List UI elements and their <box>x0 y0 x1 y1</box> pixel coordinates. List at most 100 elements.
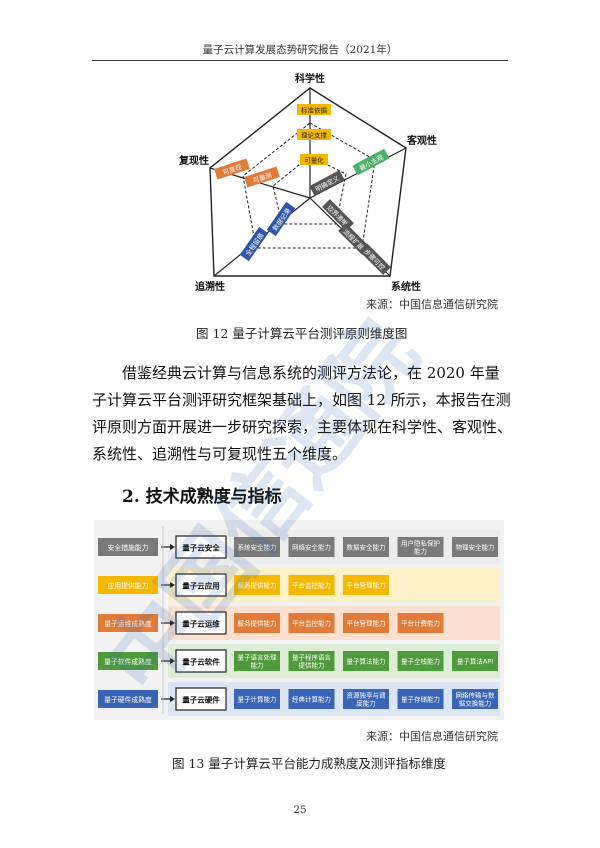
row-layer-box <box>175 573 227 597</box>
capability-cell <box>288 651 335 671</box>
capability-cell-text: 用户隐私保护 <box>401 539 440 548</box>
axis-label-objective: 客观性 <box>406 134 437 147</box>
capability-cell-text: 服务提供能力 <box>238 619 277 628</box>
table-row: 量子运维成熟度 量子云运维 服务提供能力 平台监控能力 平台管理能力 平台计费能力 <box>98 606 500 640</box>
capability-cell-text: 量子语言处理 <box>238 653 278 662</box>
row-layer-text: 量子云安全 <box>182 543 220 553</box>
capability-cell-text: 量子存储能力 <box>401 695 440 704</box>
capability-cell <box>343 689 389 709</box>
capability-cell-text: 系统安全能力 <box>238 543 277 552</box>
capability-cell <box>288 689 335 709</box>
capability-cell-text: 能力 <box>414 547 427 556</box>
capability-cell-text: 物理安全能力 <box>456 543 495 552</box>
capability-cell-text: 度能力 <box>356 699 376 708</box>
tag-standard-basis: 标准依据 <box>301 106 328 115</box>
row-maturity-text: 量子硬件成熟度 <box>104 695 152 704</box>
capability-cell-text: 平台管理能力 <box>347 581 386 590</box>
body-paragraph: 借鉴经典云计算与信息系统的测评方法论，在 2020 年量子计算云平台测评研究框架… <box>92 364 513 463</box>
capability-cell <box>288 537 335 557</box>
arrow-head <box>170 658 175 664</box>
capability-cell <box>452 537 498 557</box>
row-maturity-label <box>98 652 158 670</box>
capability-cell-text: 经典计算能力 <box>292 695 331 704</box>
axis-label-traceable: 追溯性 <box>195 280 225 293</box>
running-header: 量子云计算发展态势研究报告（2021年） <box>202 44 398 56</box>
arrow-head <box>170 582 175 588</box>
capability-cell <box>234 537 280 557</box>
capability-table: 安全措施能力量子云安全系统安全能力网络安全能力数据安全能力用户隐私保护能力物理安… <box>94 520 504 720</box>
row-layer-text: 量子云应用 <box>182 581 220 591</box>
row-layer-box <box>175 611 227 635</box>
row-maturity-label <box>98 538 158 556</box>
row-layer-text: 量子云硬件 <box>182 695 220 705</box>
capability-cell <box>397 689 444 709</box>
capability-cell-text: 量子程序语言 <box>292 653 332 662</box>
capability-cell-text: 量子算法能力 <box>347 657 386 666</box>
figure-caption: 图 12 量子计算云平台测评原则维度图 <box>196 326 408 341</box>
row-maturity-label <box>98 690 158 708</box>
capability-cell <box>397 651 444 671</box>
arrow-head <box>170 620 175 626</box>
capability-cell <box>452 689 498 709</box>
pentagon-mid <box>242 122 376 249</box>
row-maturity-label <box>98 576 158 594</box>
arrow-head <box>170 696 175 702</box>
capability-cell <box>343 575 389 595</box>
capability-cell <box>234 575 280 595</box>
capability-cell-text: 平台计费能力 <box>401 619 440 628</box>
figure-source: 来源：中国信息通信研究院 <box>366 730 498 743</box>
row-maturity-text: 量子软件成熟度 <box>104 657 152 666</box>
capability-cell-text: 数据安全能力 <box>347 543 386 552</box>
capability-cell-text: 资源独享与调 <box>347 691 386 700</box>
tag-quantifiable: 可量化 <box>304 156 324 165</box>
radar-diagram: 科学性 客观性 系统性 追溯性 复现性 标准依据 理论支撑 可量化 最小主观 明… <box>178 72 437 293</box>
tag-theory-support: 理论支撑 <box>301 131 328 140</box>
capability-cell <box>397 537 444 557</box>
capability-cell-text: 据交换能力 <box>459 699 492 708</box>
row-layer-text: 量子云软件 <box>182 657 220 667</box>
capability-cell-text: 网络安全能力 <box>292 543 331 552</box>
capability-cell-text: 量子算法API <box>457 657 493 666</box>
capability-cell-text: 提供能力 <box>299 661 325 670</box>
axis-label-systematic: 系统性 <box>391 280 421 293</box>
row-maturity-label <box>98 614 158 632</box>
figure-source: 来源：中国信息通信研究院 <box>366 298 498 311</box>
row-maturity-text: 安全措施能力 <box>108 543 149 552</box>
arrow-head <box>170 544 175 550</box>
row-layer-box <box>175 687 227 711</box>
tag-step-control: 步骤可控 <box>362 247 387 272</box>
capability-cell <box>288 575 335 595</box>
page-number: 25 <box>293 804 307 816</box>
capability-cell <box>397 613 444 633</box>
capability-cell-text: 服务提供能力 <box>238 581 277 590</box>
capability-cell <box>452 651 498 671</box>
capability-cell-text: 能力 <box>251 661 264 670</box>
pentagon-inner <box>272 155 347 225</box>
row-layer-text: 量子云运维 <box>182 619 220 629</box>
row-layer-box <box>175 535 227 559</box>
row-maturity-text: 量子运维成熟度 <box>104 619 152 628</box>
capability-cell-text: 平台监控能力 <box>292 619 331 628</box>
row-layer-box <box>175 649 227 673</box>
axis-label-reproducible: 复现性 <box>178 154 209 167</box>
section-title: 2. 技术成熟度与指标 <box>122 487 282 507</box>
pentagon-outer <box>209 87 407 277</box>
capability-cell-text: 网络传输与数 <box>456 691 496 700</box>
capability-cell-text: 平台管理能力 <box>347 619 386 628</box>
figure-caption: 图 13 量子计算云平台能力成熟度及测评指标维度 <box>172 756 446 771</box>
capability-cell <box>234 613 280 633</box>
capability-cell-text: 量子全栈能力 <box>401 657 440 666</box>
capability-cell-text: 平台监控能力 <box>292 581 331 590</box>
capability-cell-text: 量子计算能力 <box>238 695 277 704</box>
table-row: 应用提供能力 量子云应用 服务提供能力 平台监控能力 平台管理能力 <box>98 568 500 602</box>
row-maturity-text: 应用提供能力 <box>108 581 149 590</box>
axis-label-scientific: 科学性 <box>295 72 325 85</box>
capability-cell <box>343 537 389 557</box>
capability-cell <box>343 651 389 671</box>
tag-measurable: 可量测 <box>252 171 273 185</box>
capability-cell <box>288 613 335 633</box>
capability-cell <box>234 651 280 671</box>
